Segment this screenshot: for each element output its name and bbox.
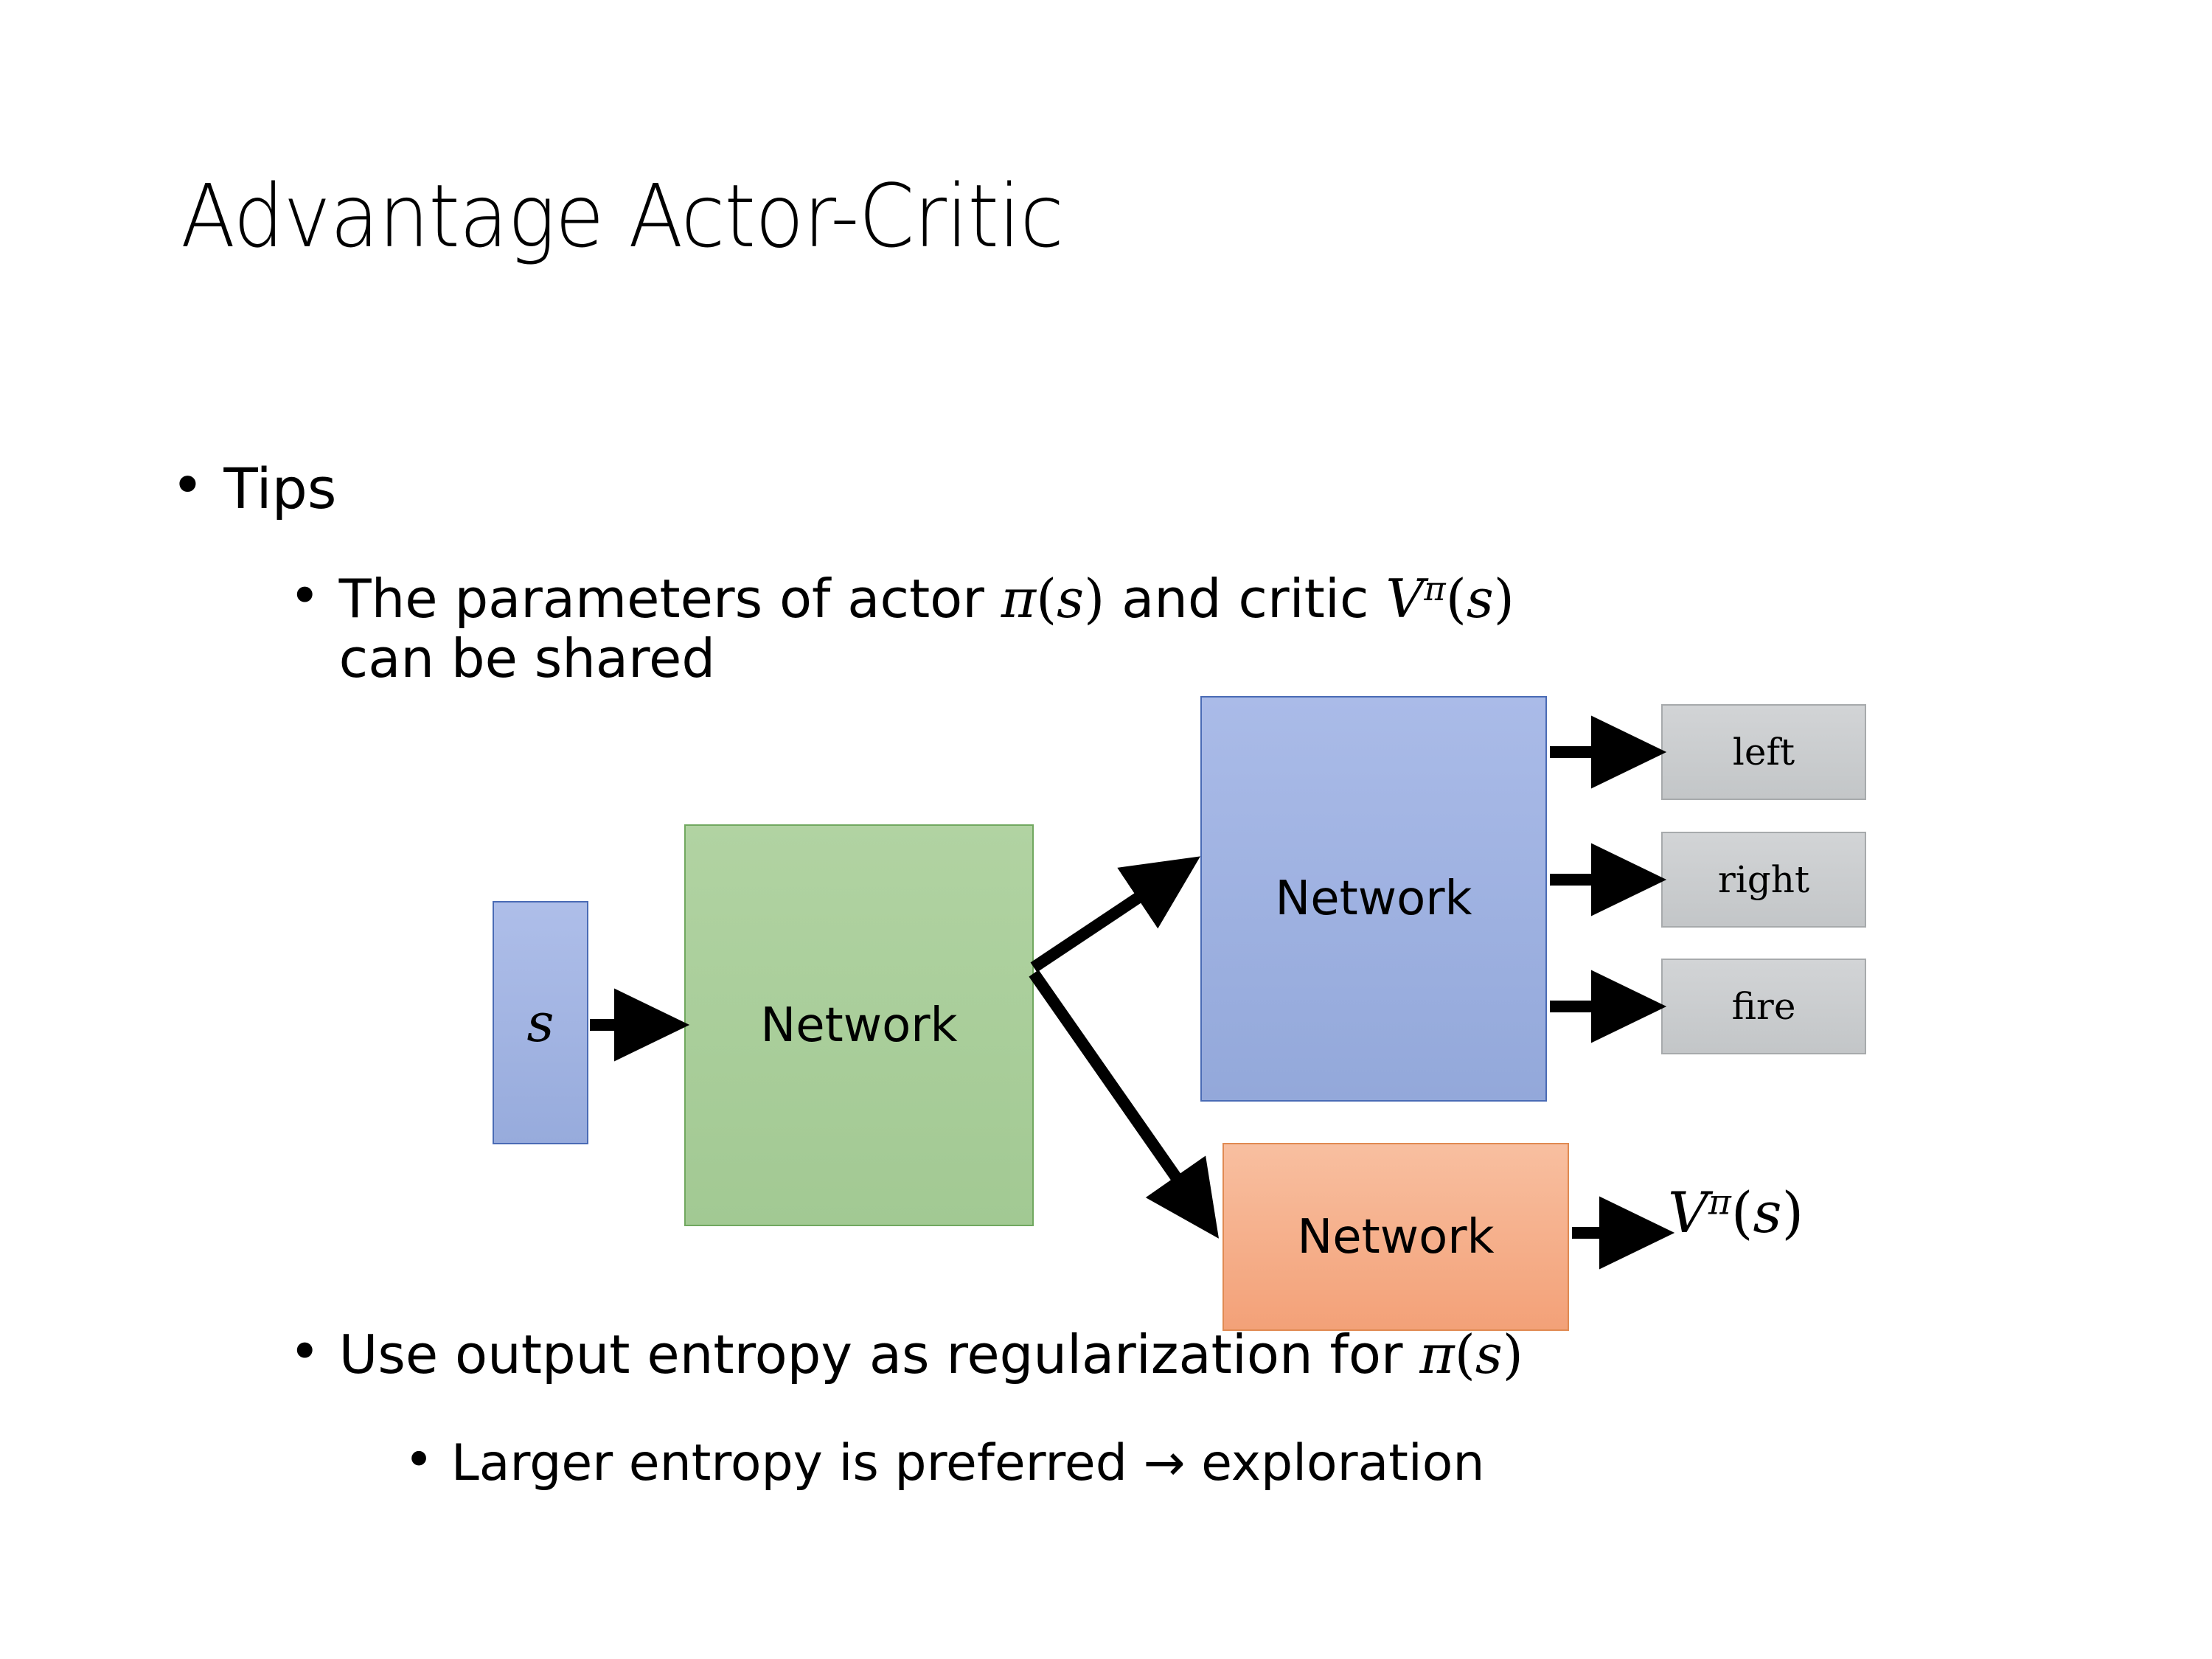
- diagram-node-input-state: s: [493, 901, 588, 1144]
- action-label-fire: fire: [1731, 985, 1796, 1028]
- bullet-tips: • Tips: [171, 452, 337, 521]
- paren-close: ): [1502, 1324, 1523, 1385]
- params-text-pre: The parameters of actor: [338, 568, 1001, 630]
- paren-open: (: [1731, 1180, 1753, 1245]
- paren-open: (: [1036, 568, 1057, 630]
- bullet-marker-icon: •: [404, 1431, 434, 1489]
- math-s: s: [1466, 568, 1494, 630]
- paren-close: ): [1084, 568, 1105, 630]
- diagram-action-box-left: left: [1661, 704, 1866, 800]
- page-title: Advantage Actor-Critic: [181, 165, 1064, 267]
- math-s: s: [1057, 568, 1085, 630]
- actor-network-label: Network: [1275, 872, 1472, 926]
- bullet-output-entropy-text: Use output entropy as regularization for…: [339, 1325, 1523, 1385]
- math-V: V: [1385, 568, 1425, 630]
- action-label-left: left: [1732, 731, 1795, 773]
- bullet-shared-parameters-text: The parameters of actor π(s) and critic …: [339, 569, 1514, 688]
- shared-network-label: Network: [760, 998, 958, 1053]
- paren-open: (: [1454, 1324, 1475, 1385]
- arrow-shared-to-critic: [1029, 970, 1219, 1239]
- entropy-text-pre: Use output entropy as regularization for: [338, 1324, 1420, 1385]
- diagram-node-shared-network: Network: [684, 824, 1034, 1226]
- bullet-tips-label: Tips: [223, 456, 337, 521]
- diagram-action-box-fire: fire: [1661, 959, 1866, 1054]
- math-V: V: [1668, 1180, 1708, 1245]
- paren-close: ): [1493, 568, 1514, 630]
- math-pi: π: [1419, 1324, 1455, 1385]
- diagram-node-actor-network: Network: [1200, 696, 1547, 1102]
- math-s: s: [1475, 1324, 1503, 1385]
- action-label-right: right: [1717, 858, 1810, 901]
- bullet-larger-entropy: • Larger entropy is preferred → explorat…: [404, 1431, 1485, 1492]
- bullet-marker-icon: •: [289, 1321, 321, 1382]
- math-pi-superscript: π: [1424, 569, 1446, 608]
- arrow-shared-to-actor: [1030, 856, 1200, 973]
- bullet-marker-icon: •: [171, 452, 204, 518]
- critic-network-label: Network: [1297, 1209, 1495, 1265]
- critic-output-value-label: Vπ(s): [1668, 1180, 1804, 1245]
- bullet-larger-entropy-label: Larger entropy is preferred → exploratio…: [451, 1434, 1485, 1492]
- input-state-label: s: [526, 992, 554, 1054]
- bullet-marker-icon: •: [289, 565, 321, 627]
- paren-close: ): [1781, 1180, 1804, 1245]
- diagram-action-box-right: right: [1661, 832, 1866, 928]
- params-text-mid: and critic: [1105, 568, 1386, 630]
- math-s: s: [1753, 1180, 1782, 1245]
- math-pi-superscript: π: [1708, 1182, 1731, 1223]
- bullet-output-entropy: • Use output entropy as regularization f…: [289, 1325, 1523, 1385]
- math-pi: π: [1001, 568, 1037, 630]
- bullet-shared-parameters: • The parameters of actor π(s) and criti…: [289, 569, 1514, 688]
- diagram-node-critic-network: Network: [1222, 1143, 1569, 1331]
- paren-open: (: [1445, 568, 1467, 630]
- params-text-line2: can be shared: [338, 627, 716, 689]
